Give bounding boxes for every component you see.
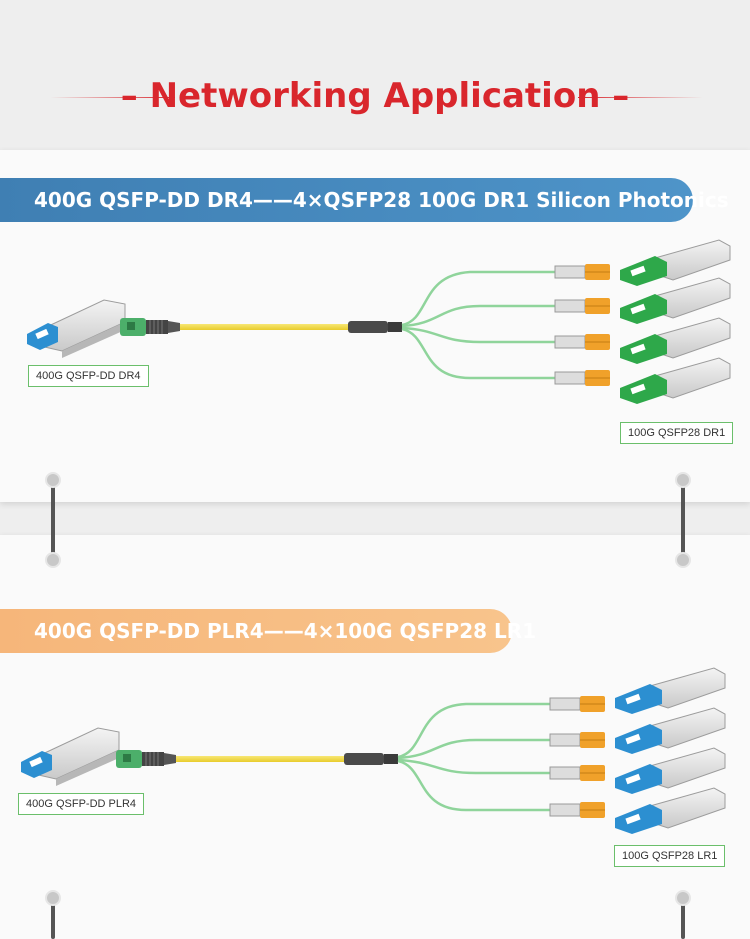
qsfp28-module-4 [615,787,726,834]
connector-rod-left-bottom [51,897,55,939]
section-banner-plr4: 400G QSFP-DD PLR4——4×100G QSFP28 LR1 [0,609,536,653]
breakout-fibers-dr4 [401,270,555,380]
right-modules-qsfp28-lr1 [615,667,726,834]
fiber-1 [401,270,555,327]
title-area: – Networking Application – [0,72,750,122]
section-banner-dr4: 400G QSFP-DD DR4——4×QSFP28 100G DR1 Sili… [0,178,729,222]
fiber-4 [401,327,555,380]
qsfp28-module-3 [615,747,726,794]
title-text: Networking Application [149,76,601,116]
qsfp28-module-1 [615,667,726,714]
connector-rod-left [51,478,55,558]
mpo-connector-plr4 [116,750,176,768]
right-modules-qsfp28-dr1 [620,239,731,404]
connector-peg-icon [675,552,691,568]
fiber-2 [397,738,552,760]
connector-peg-icon [45,890,61,906]
connector-rod-right-bottom [681,897,685,939]
fiber-4 [397,759,552,812]
left-module-label-dr4: 400G QSFP-DD DR4 [28,365,149,387]
qsfp28-module-2 [615,707,726,754]
breakout-fibers-plr4 [397,702,552,812]
qsfp28-module-1 [620,239,731,286]
fiber-1 [397,702,552,759]
lc-duplex-connector-1 [554,264,610,280]
qsfp28-module-4 [620,357,731,404]
left-module-qsfp-dd-dr4 [27,299,126,358]
left-module-qsfp-dd-plr4 [21,727,120,786]
title-rule-left [50,97,175,98]
fanout-boot-plr4 [344,753,398,765]
lc-duplex-connector-2 [549,732,605,748]
title-dash-right: – [612,76,630,116]
connector-rod-right [681,478,685,558]
lc-duplex-connector-3 [549,765,605,781]
connector-peg-icon [45,552,61,568]
qsfp28-module-3 [620,317,731,364]
lc-duplex-connector-1 [549,696,605,712]
fiber-3 [401,326,555,344]
fiber-2 [401,304,555,328]
right-modules-label-lr1: 100G QSFP28 LR1 [614,845,726,867]
lc-duplex-connector-4 [549,802,605,818]
right-modules-label-dr1: 100G QSFP28 DR1 [620,422,734,444]
lc-connectors-plr4 [549,696,605,818]
title-rule-right [578,97,703,98]
left-module-label-plr4: 400G QSFP-DD PLR4 [18,793,145,815]
lc-duplex-connector-4 [554,370,610,386]
fanout-boot-dr4 [348,321,402,333]
trunk-cable-plr4 [176,756,346,762]
trunk-cable-dr4 [180,324,350,330]
connector-peg-icon [675,472,691,488]
page-title: – Networking Application – [0,72,750,120]
lc-duplex-connector-3 [554,334,610,350]
connector-peg-icon [45,472,61,488]
qsfp28-module-2 [620,277,731,324]
fiber-3 [397,758,552,775]
title-dash-left: – [120,76,138,116]
lc-duplex-connector-2 [554,298,610,314]
lc-connectors-dr4 [554,264,610,386]
connector-peg-icon [675,890,691,906]
mpo-connector-dr4 [120,318,180,336]
